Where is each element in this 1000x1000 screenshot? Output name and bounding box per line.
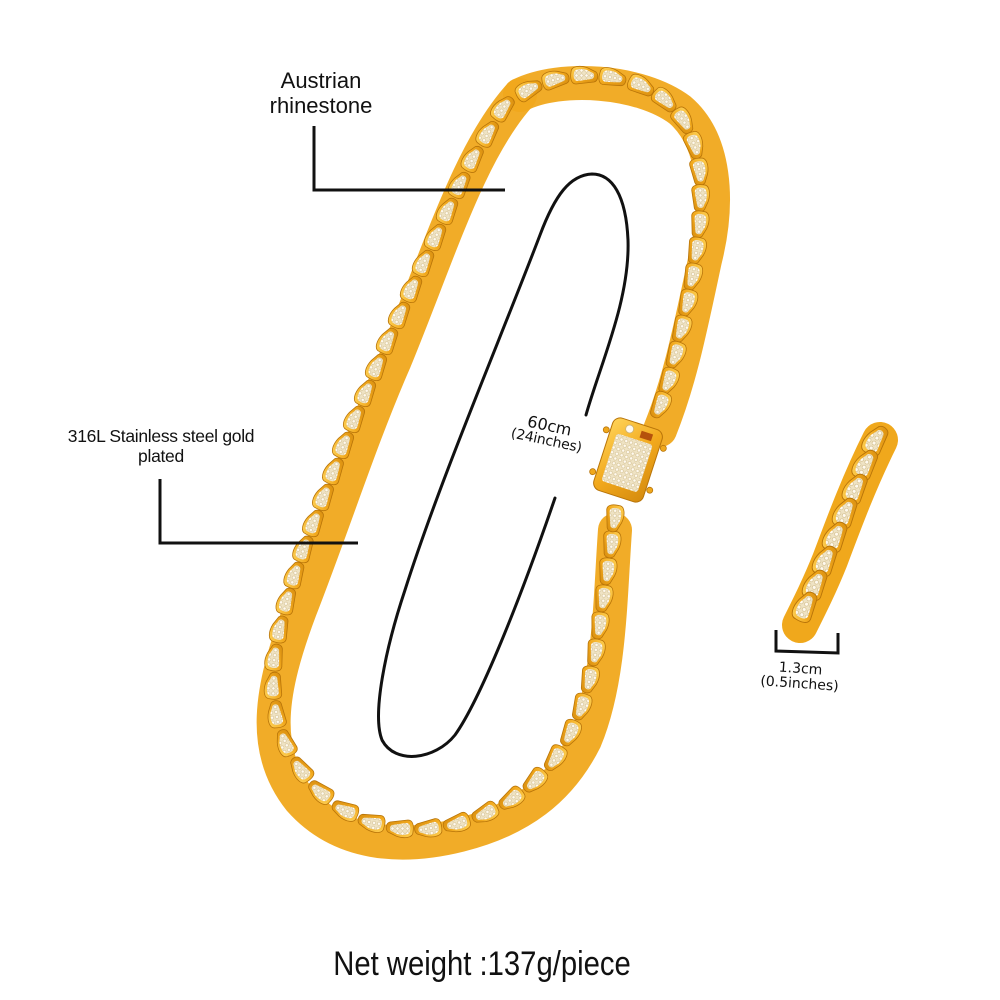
rhinestone-leader-line bbox=[312, 126, 505, 192]
chain-detail-closeup bbox=[782, 421, 898, 643]
material-label-line2: plated bbox=[138, 446, 184, 467]
length-measure-loop bbox=[377, 172, 630, 758]
material-leader-line bbox=[158, 479, 358, 545]
rhinestone-label: Austrian rhinestone bbox=[241, 68, 401, 119]
box-clasp bbox=[589, 417, 667, 503]
material-label: 316L Stainless steel gold plated bbox=[30, 426, 292, 466]
width-measure-bracket bbox=[774, 630, 840, 655]
necklace-chain bbox=[256, 65, 730, 860]
rhinestone-label-line2: rhinestone bbox=[269, 93, 373, 119]
net-weight-caption: Net weight :137g/piece bbox=[333, 945, 631, 983]
rhinestone-label-line1: Austrian bbox=[280, 68, 362, 93]
material-label-line1: 316L Stainless steel gold bbox=[67, 426, 255, 446]
